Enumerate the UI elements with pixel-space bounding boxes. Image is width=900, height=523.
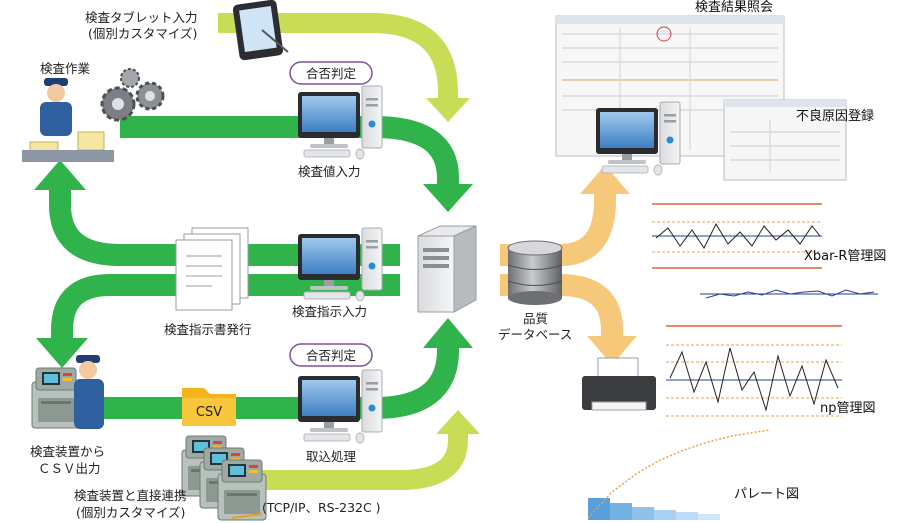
value-input-label: 検査値入力	[298, 164, 361, 179]
desktop-computer-icon	[297, 85, 383, 160]
np-chart	[666, 325, 842, 417]
inspection-machine-icon	[31, 355, 104, 429]
device-csv-label: 検査装置から	[30, 444, 105, 459]
tablet-input-sublabel: (個別カスタマイズ)	[88, 26, 197, 41]
defect-cause-screen	[723, 99, 847, 181]
xbar-r-label: Xbar-R管理図	[804, 249, 886, 264]
server-icon	[417, 225, 477, 313]
boxes-icon	[22, 131, 114, 162]
database-icon	[507, 240, 563, 305]
tablet-icon	[232, 0, 289, 61]
instruction-input-label: 検査指示入力	[292, 304, 367, 319]
result-lookup-label: 検査結果照会	[695, 0, 773, 15]
quality-db-label: 品質	[523, 311, 548, 326]
pareto-label: パレート図	[734, 487, 799, 502]
inspection-machine-icon	[181, 435, 267, 521]
folder-icon: CSV	[182, 388, 236, 426]
desktop-computer-icon	[297, 369, 383, 444]
device-csv-sublabel: ＣＳＶ出力	[38, 461, 101, 476]
printer-icon	[582, 357, 656, 411]
pass-fail-label-bottom: 合否判定	[306, 348, 356, 363]
tablet-input-label: 検査タブレット入力	[85, 10, 198, 25]
instruction-issue-label: 検査指示書発行	[164, 322, 252, 337]
inspection-work-label: 検査作業	[40, 61, 91, 76]
worker-icon	[40, 78, 72, 136]
xbar-r-chart	[652, 203, 878, 299]
pass-fail-label-top: 合否判定	[306, 66, 356, 81]
import-process-label: 取込処理	[306, 449, 357, 464]
pass-fail-pill-top: 合否判定	[289, 61, 373, 85]
pareto-chart	[587, 429, 771, 520]
direct-link-label: 検査装置と直接連携	[74, 488, 187, 503]
csv-tag: CSV	[196, 405, 222, 420]
document-stack-icon	[175, 227, 249, 311]
np-chart-label: np管理図	[820, 401, 876, 416]
gears-icon	[100, 68, 165, 122]
quality-db-sublabel: データベース	[498, 327, 572, 342]
defect-cause-label: 不良原因登録	[796, 108, 874, 124]
pass-fail-pill-bottom: 合否判定	[289, 343, 373, 367]
desktop-computer-icon	[595, 101, 681, 176]
direct-link-sublabel: (個別カスタマイズ)	[76, 505, 185, 520]
protocols-label: (TCP/IP、RS-232C )	[262, 500, 381, 515]
